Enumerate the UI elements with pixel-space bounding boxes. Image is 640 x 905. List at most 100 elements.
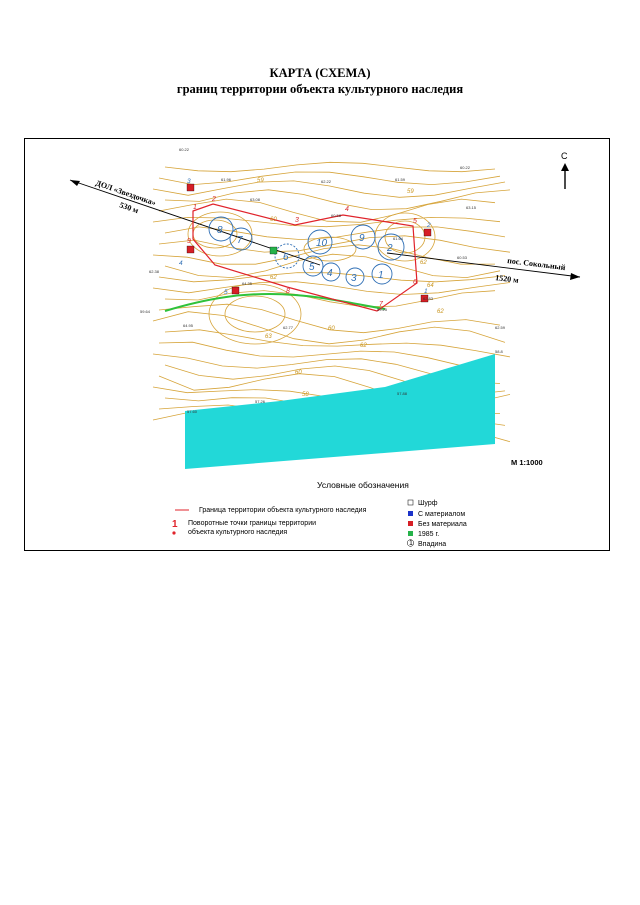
pits: 3 2 4 5 1: [179, 178, 432, 303]
spot-height: 62.22: [321, 179, 332, 184]
depression-label: 3: [351, 273, 357, 284]
contour-label: 62: [420, 260, 427, 266]
contour-line: [158, 303, 501, 334]
contour-loop: [208, 283, 302, 345]
contour-line: [152, 311, 506, 345]
contour-label: 60: [295, 370, 302, 376]
spot-height: 59.64: [140, 309, 151, 314]
boundary-point-label: 2: [211, 196, 216, 203]
contour-label: 60: [328, 326, 335, 332]
contour-line: [152, 281, 511, 295]
contour-loop: [384, 220, 426, 254]
contour-label: 58: [302, 392, 309, 398]
contour-line: [164, 226, 506, 241]
spot-height: 60.22: [179, 147, 190, 152]
legend-pit: Шурф: [418, 500, 438, 507]
pit-green-1985: [269, 246, 278, 255]
spot-height: 60.58: [331, 213, 342, 218]
depression-circle: [274, 243, 300, 269]
contour-line: [164, 253, 501, 279]
spot-height: 60.53: [457, 255, 468, 260]
contour-label: 59: [257, 178, 264, 184]
spot-height: 57.60: [187, 409, 198, 414]
spot-height: 57.88: [397, 391, 408, 396]
contour-line: [158, 272, 506, 283]
depression-label: 10: [316, 238, 328, 249]
contour-label: 63: [265, 334, 272, 340]
pit-red-5: [231, 286, 240, 295]
pit-label: 1: [424, 288, 428, 295]
scale-label: М 1:1000: [511, 458, 543, 467]
water-body: [185, 354, 495, 469]
heritage-boundary: [192, 203, 418, 312]
depression-label: 9: [359, 233, 365, 244]
boundary-point-label: 9: [187, 238, 191, 245]
spot-height: 62.83: [423, 296, 434, 301]
spot-height: 57.26: [255, 399, 266, 404]
spot-height: 61.96: [221, 177, 232, 182]
pit-red-2: [423, 228, 432, 237]
depression-circle: [229, 227, 253, 251]
boundary-point-label: 7: [379, 301, 384, 308]
legend-with-material: С материалом: [418, 511, 465, 518]
legend-boundary-label: Граница территории объекта культурного н…: [199, 506, 367, 514]
depression-label: 8: [217, 225, 223, 236]
depression-circle: [321, 262, 341, 282]
depression-label: 6: [283, 252, 289, 263]
boundary-point-label: 8: [286, 288, 290, 295]
green-line: [164, 292, 386, 312]
contour-line: [158, 341, 496, 372]
spot-height: 64.35: [242, 281, 253, 286]
pit-label: 2: [426, 222, 431, 229]
legend-without-material: Без материала: [418, 521, 467, 528]
legend-turning-points-1: Поворотные точки границы территории: [188, 520, 316, 527]
spot-height: 58.8: [495, 349, 504, 354]
contour-line: [158, 198, 496, 223]
contour-label: 62: [360, 343, 367, 349]
depression-label: 4: [327, 268, 333, 279]
contour-line: [164, 329, 511, 358]
contour-line: [158, 235, 511, 253]
contour-label: 59: [407, 189, 414, 195]
boundary-point-label: 3: [295, 217, 299, 224]
boundary-point-label: 4: [345, 206, 349, 213]
spot-height: 60.22: [460, 165, 471, 170]
boundary-point-label: 1: [193, 204, 197, 211]
depression-circle: [350, 224, 376, 250]
spot-height: 61.59: [395, 177, 406, 182]
map-subtitle: границ территории объекта культурного на…: [176, 82, 464, 96]
contour-line: [152, 216, 501, 228]
contour-loop: [187, 211, 253, 257]
legend-point-number: 1: [172, 519, 178, 530]
road-right-name: пос. Сокольный: [507, 256, 567, 272]
north-arrow: С: [561, 151, 569, 189]
pit-red-1: [420, 294, 429, 303]
spot-height: 62.77: [283, 325, 294, 330]
spot-height: 61.64: [393, 236, 404, 241]
depression-circle: [302, 255, 324, 277]
depression-label: 2: [386, 243, 393, 254]
spot-height: 63.15: [466, 205, 477, 210]
contour-line: [164, 189, 511, 211]
boundary-point-label: 6: [413, 279, 417, 286]
spot-height: 62.59: [495, 325, 506, 330]
pit-label: 4: [179, 260, 183, 267]
map-title: КАРТА (СХЕМА): [269, 66, 371, 80]
depression-circle: [371, 263, 393, 285]
legend-depression-num: 1: [409, 540, 413, 547]
contour-line: [158, 171, 501, 186]
depression-label: 1: [378, 270, 384, 281]
depression-circle: [345, 267, 365, 287]
spot-height: 59.25: [377, 307, 388, 312]
road-right-distance: 1520 м: [495, 273, 520, 285]
pit-label: 5: [224, 289, 228, 296]
depression-circle: [307, 229, 333, 255]
pit-red-4: [186, 245, 195, 254]
depression-circle: [208, 216, 234, 242]
spot-height: 64.95: [183, 323, 194, 328]
depression-label: 5: [309, 262, 315, 273]
